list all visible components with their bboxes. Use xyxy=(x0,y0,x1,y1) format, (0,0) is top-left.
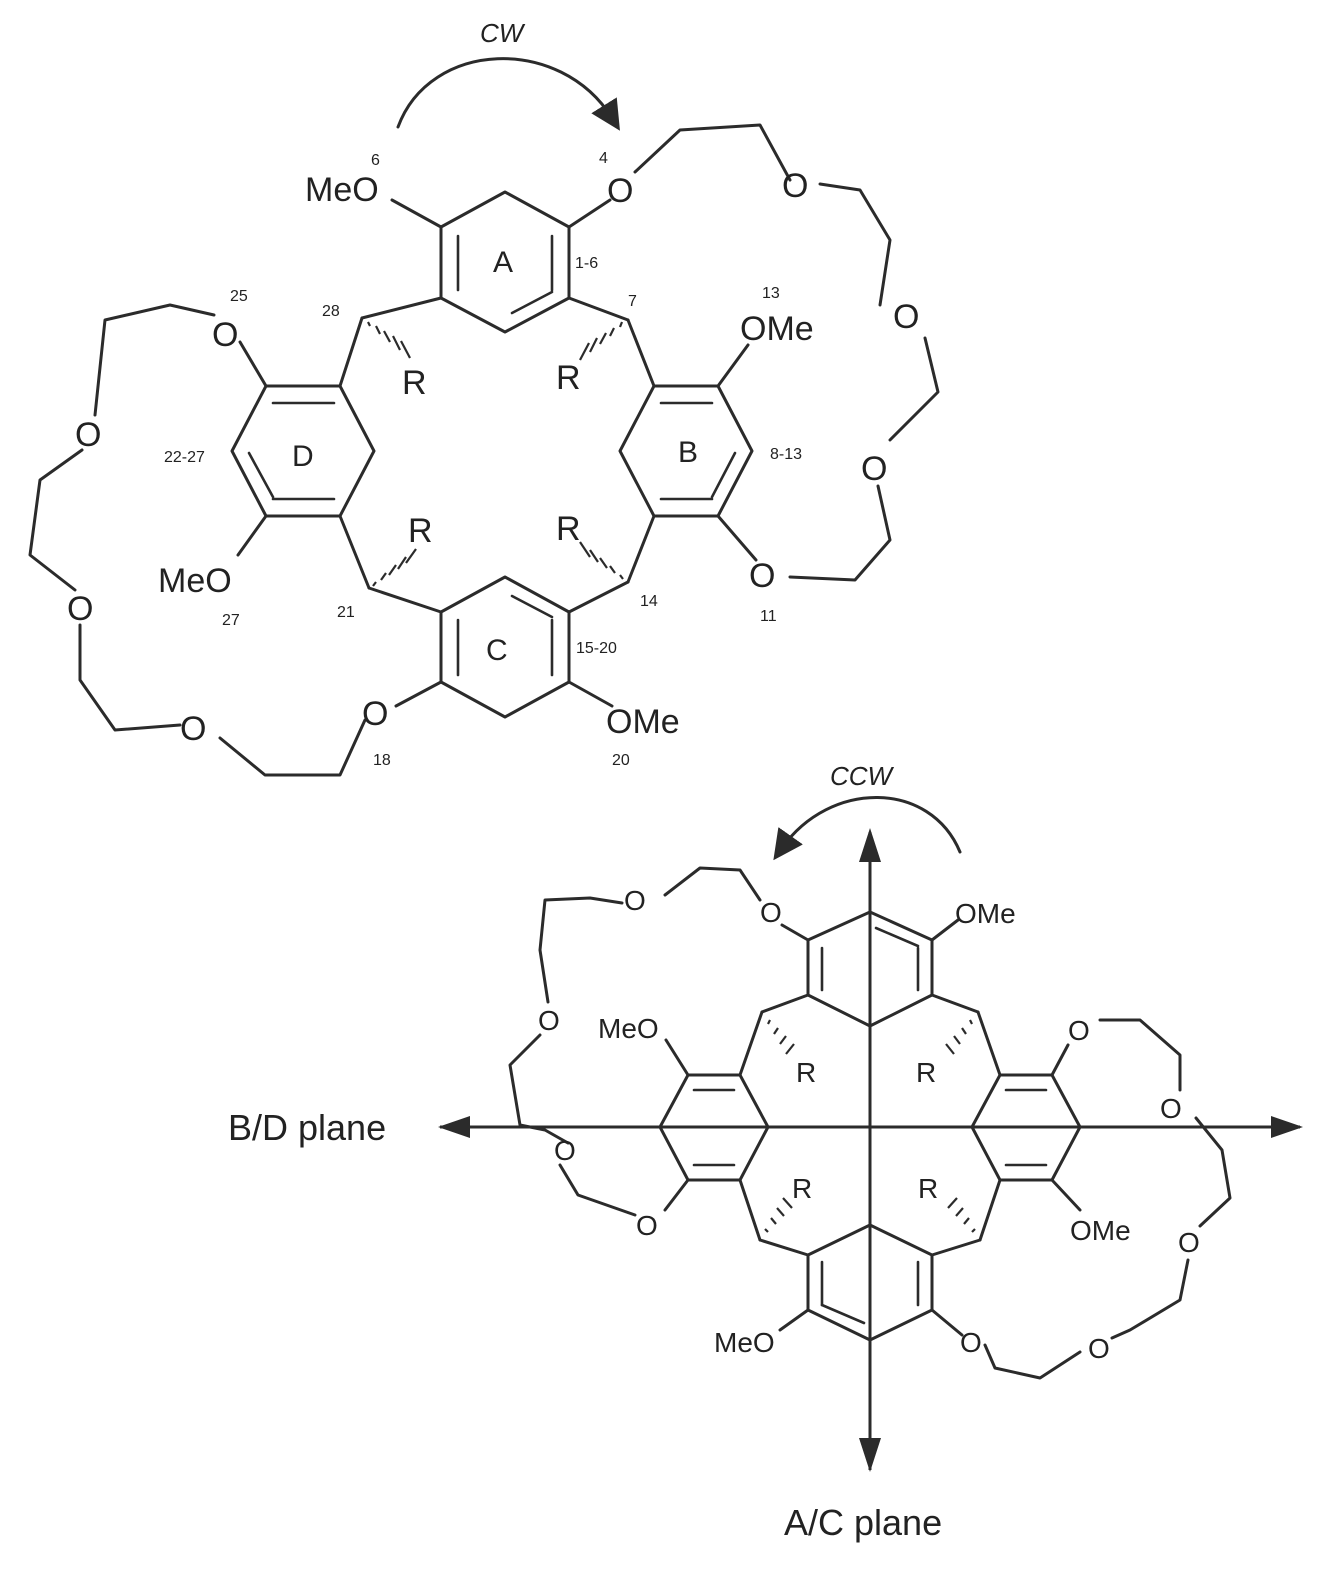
ring-b: B xyxy=(618,384,754,518)
r-group-bonds: R R R R xyxy=(367,321,624,587)
ccw-label: CCW xyxy=(830,761,895,791)
atom-label-20: 20 xyxy=(612,752,630,769)
ether-o-4: O xyxy=(607,172,633,210)
bottom-methylene-bridges xyxy=(738,993,1002,1257)
r-group-c21: R xyxy=(408,512,433,550)
top-structure: CW A B C xyxy=(28,18,940,777)
ac-plane-arrowhead-top xyxy=(859,828,881,862)
bd-plane-arrowhead-right xyxy=(1271,1116,1303,1138)
atom-label-22-27: 22-27 xyxy=(164,449,205,466)
ring-b-label: B xyxy=(678,436,698,469)
atom-label-18: 18 xyxy=(373,752,391,769)
bottom-ether-o-1: O xyxy=(760,897,782,928)
r-group-c7: R xyxy=(556,359,581,397)
atom-label-21: 21 xyxy=(337,604,355,621)
ac-plane-arrowhead-bottom xyxy=(859,1438,881,1472)
bottom-crown-ether-left: O O O O O xyxy=(508,866,810,1241)
bottom-meo-bottom: MeO xyxy=(714,1327,775,1358)
bottom-ether-o-9: O xyxy=(1088,1333,1110,1364)
bottom-ether-o-4: O xyxy=(554,1135,576,1166)
bottom-ether-o-5: O xyxy=(636,1210,658,1241)
bottom-r-upper-right: R xyxy=(916,1057,936,1088)
ether-o-left-1: O xyxy=(75,416,101,454)
ome-ring-c: OMe xyxy=(606,703,680,741)
cw-label: CW xyxy=(480,18,526,48)
crown-ether-left: O O O O O xyxy=(28,303,388,777)
ether-o-right-3: O xyxy=(861,450,887,488)
crown-ether-right: O O O O O xyxy=(607,123,940,595)
ether-o-right-1: O xyxy=(782,167,808,205)
bd-plane-arrowhead-left xyxy=(438,1116,470,1138)
ome-ring-b: OMe xyxy=(740,310,814,348)
bottom-ether-o-3: O xyxy=(538,1005,560,1036)
ring-c-label: C xyxy=(486,634,508,667)
ether-o-11: O xyxy=(749,557,775,595)
ether-o-left-2: O xyxy=(67,590,93,628)
bottom-methoxy-bonds xyxy=(664,918,1082,1332)
bottom-ether-o-6: O xyxy=(1068,1015,1090,1046)
ether-o-left-3: O xyxy=(180,710,206,748)
meo-lower-left: MeO xyxy=(158,562,232,600)
bottom-structure: CCW B/D plane A/C plane xyxy=(228,761,1303,1543)
bottom-ether-o-8: O xyxy=(1178,1227,1200,1258)
bd-plane-label: B/D plane xyxy=(228,1107,386,1148)
bottom-r-lower-left: R xyxy=(792,1173,812,1204)
ring-d-label: D xyxy=(292,440,314,473)
bottom-ome-right: OMe xyxy=(1070,1215,1131,1246)
ether-o-18: O xyxy=(362,695,388,733)
atom-label-4: 4 xyxy=(599,150,608,167)
atom-label-14: 14 xyxy=(640,593,658,610)
ether-o-right-2: O xyxy=(893,298,919,336)
bottom-r-group-bonds: R R R R xyxy=(764,1019,976,1233)
bottom-ome-top: OMe xyxy=(955,898,1016,929)
methylene-bridges xyxy=(338,296,656,614)
meo-upper-left: MeO xyxy=(305,171,379,209)
r-group-c28: R xyxy=(402,364,427,402)
ring-d: D xyxy=(230,384,376,518)
bottom-ether-o-7: O xyxy=(1160,1093,1182,1124)
atom-label-7: 7 xyxy=(628,293,637,310)
atom-label-27: 27 xyxy=(222,612,240,629)
ether-o-25: O xyxy=(212,316,238,354)
atom-label-15-20: 15-20 xyxy=(576,640,617,657)
bottom-r-upper-left: R xyxy=(796,1057,816,1088)
atom-label-6: 6 xyxy=(371,152,380,169)
bottom-meo-left: MeO xyxy=(598,1013,659,1044)
atom-label-25: 25 xyxy=(230,288,248,305)
ring-c: C xyxy=(439,575,571,719)
cw-rotation-arrow xyxy=(396,57,620,131)
r-group-c14: R xyxy=(556,510,581,548)
ccw-rotation-arrow xyxy=(773,796,962,861)
atom-label-11: 11 xyxy=(760,608,777,625)
atom-label-13: 13 xyxy=(762,285,780,302)
atom-label-1-6: 1-6 xyxy=(575,255,598,272)
bottom-crown-ether-right: O O O O O xyxy=(930,1015,1232,1380)
bottom-r-lower-right: R xyxy=(918,1173,938,1204)
atom-label-8-13: 8-13 xyxy=(770,446,802,463)
atom-label-28: 28 xyxy=(322,303,340,320)
atom-number-labels: 6 4 1-6 7 13 8-13 14 11 15-20 20 18 21 2… xyxy=(164,150,802,769)
bottom-ether-o-2: O xyxy=(624,885,646,916)
ring-a-label: A xyxy=(493,246,513,279)
ring-substituent-bonds xyxy=(236,198,758,708)
bottom-ether-o-10: O xyxy=(960,1327,982,1358)
ring-a: A xyxy=(439,190,571,334)
ac-plane-label: A/C plane xyxy=(784,1502,942,1543)
